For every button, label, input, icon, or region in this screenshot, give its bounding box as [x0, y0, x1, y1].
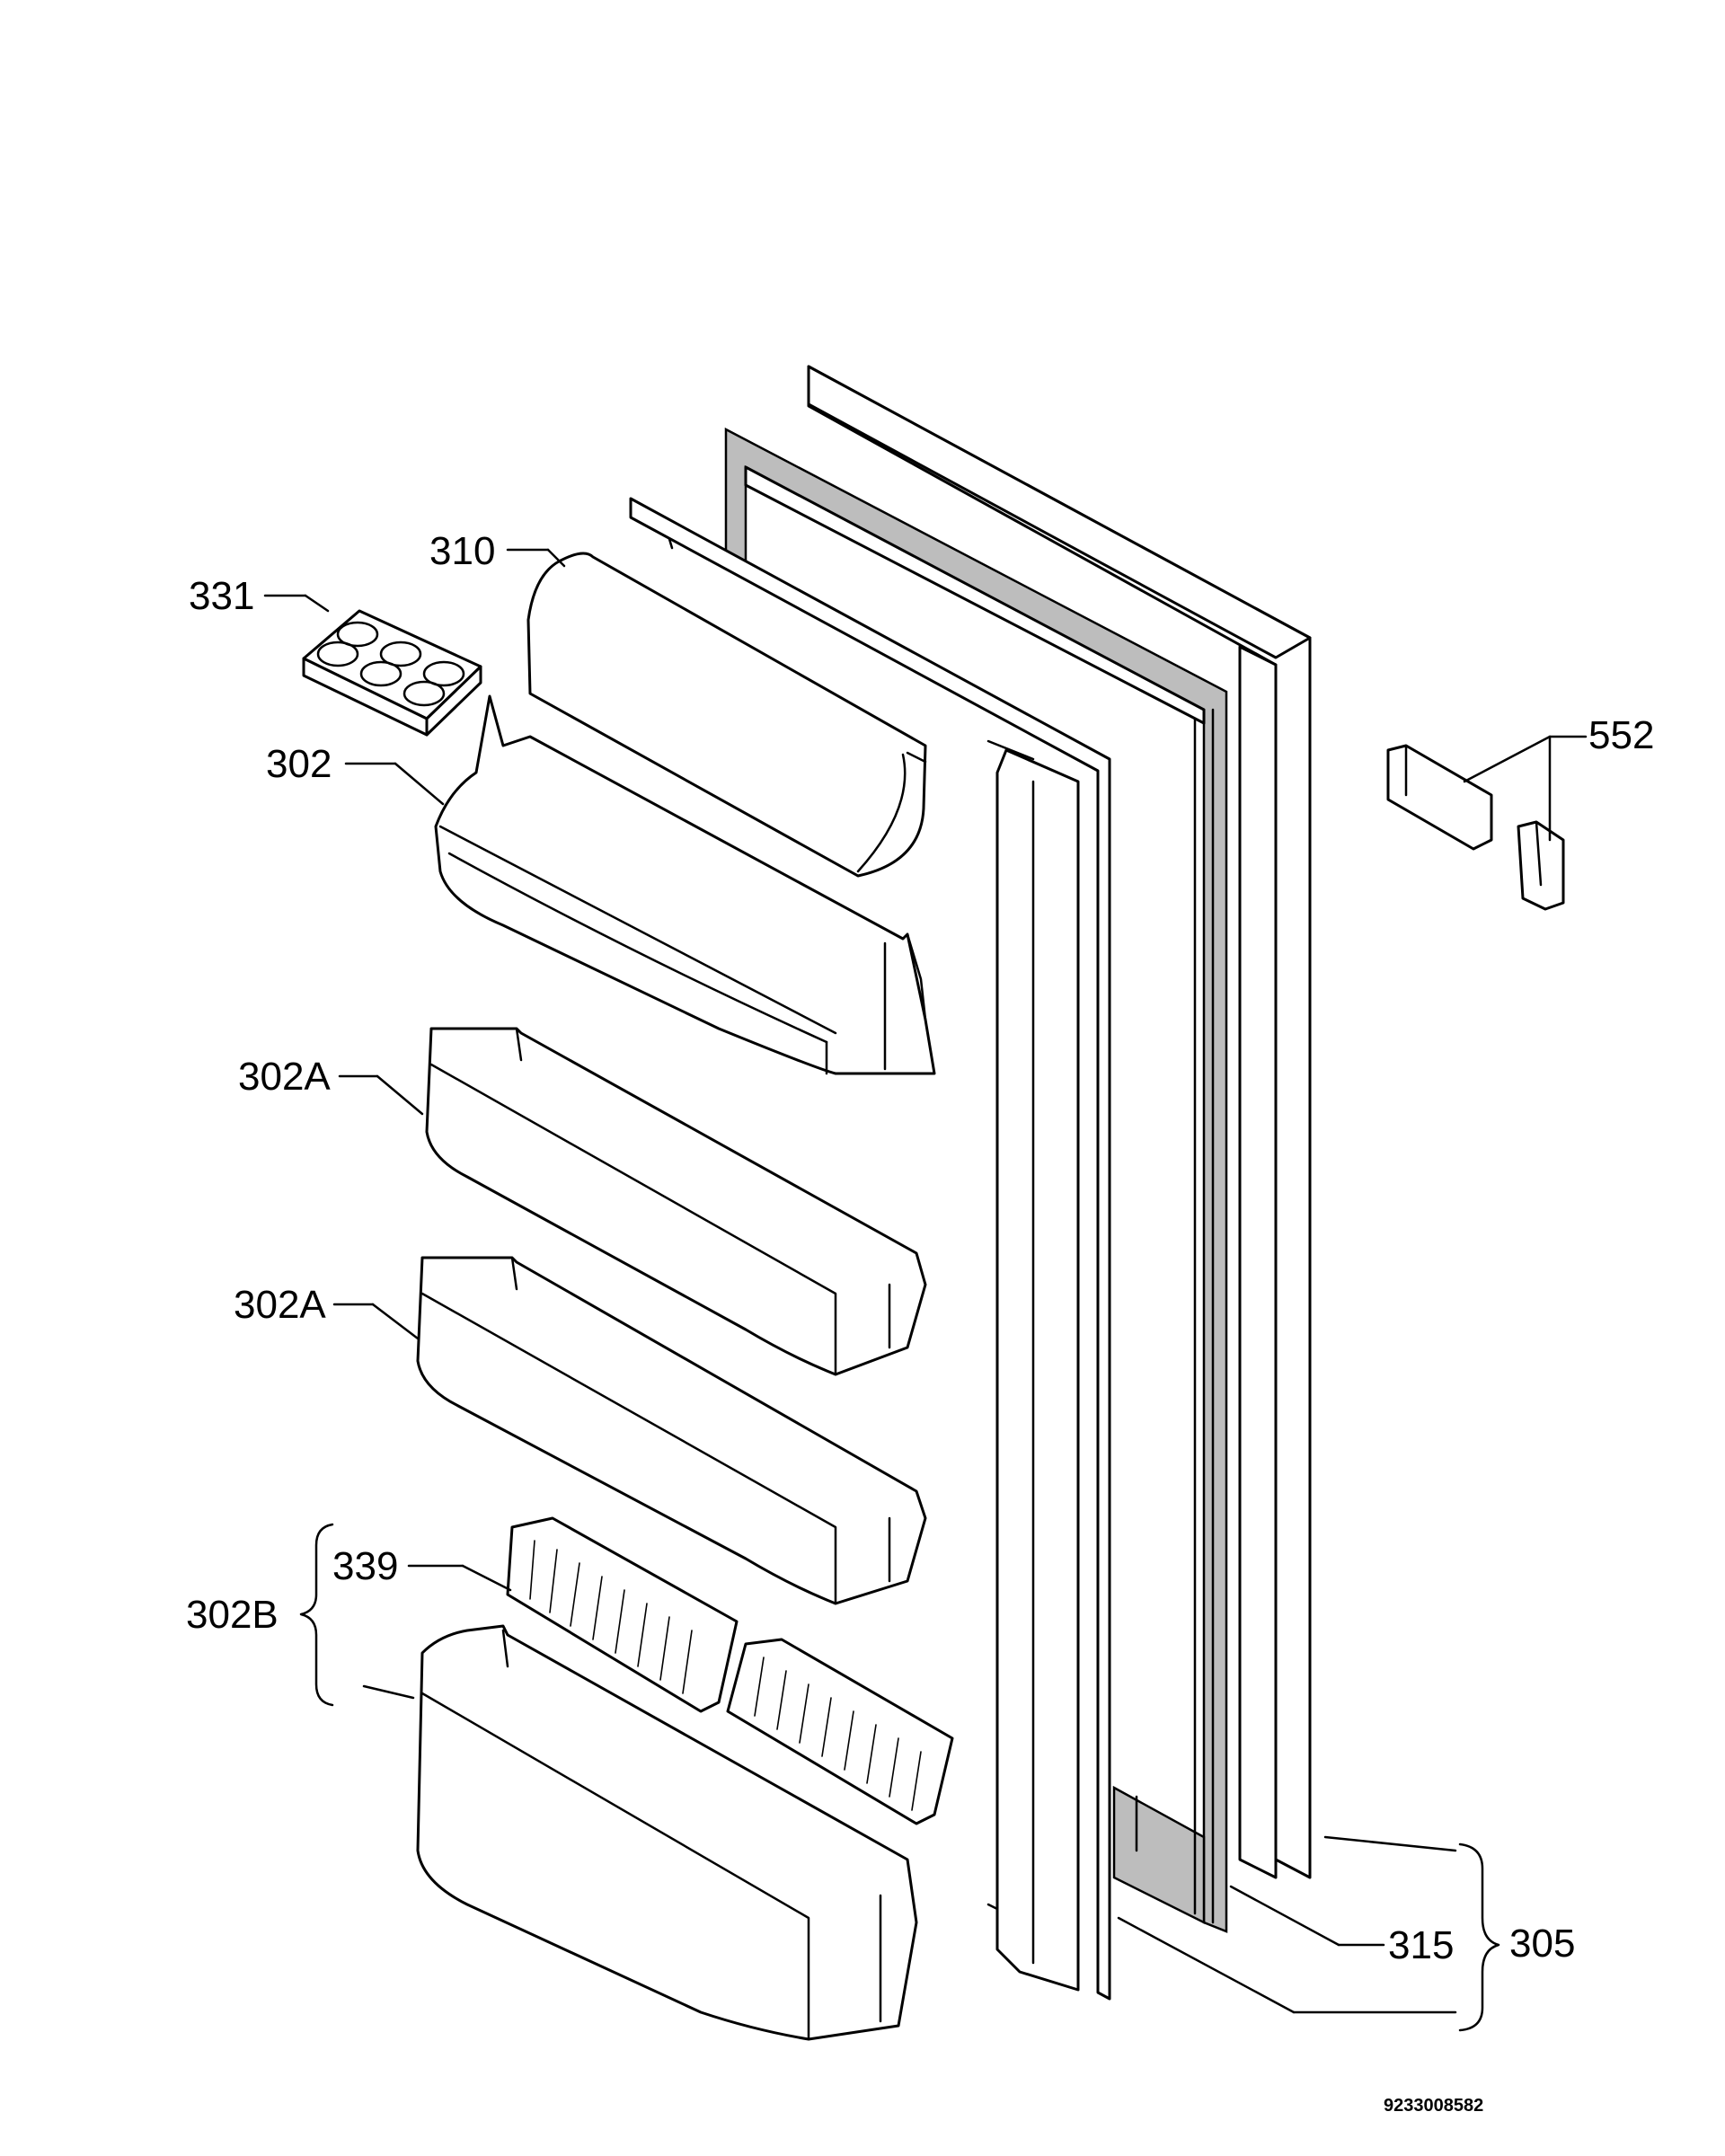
door-bin-medium-1	[425, 1027, 927, 1376]
label-310: 310	[429, 529, 495, 573]
bottle-retainers	[506, 1516, 954, 1825]
egg-tray	[302, 609, 482, 737]
label-305: 305	[1509, 1922, 1575, 1966]
label-302b: 302B	[186, 1593, 279, 1637]
leader-lines	[263, 548, 1588, 2014]
label-552: 552	[1588, 713, 1654, 757]
group-braces	[299, 1523, 1500, 2032]
door-bin-large	[434, 694, 936, 1075]
hinge-brackets	[1386, 744, 1565, 911]
door-inner-liner	[629, 497, 1111, 2001]
label-302a-upper: 302A	[238, 1055, 331, 1099]
door-outer-panel	[807, 365, 1312, 1879]
drawing-code: 9233008582	[1384, 2096, 1483, 2116]
dairy-compartment-cover	[526, 552, 927, 878]
label-331: 331	[189, 574, 254, 618]
door-bin-bottle	[416, 1624, 918, 2041]
door-gasket	[724, 427, 1228, 1933]
part-labels: 310 331 302 302A 302A 339 302B 552 315 3…	[186, 529, 1654, 2116]
label-315: 315	[1388, 1923, 1454, 1967]
label-302a-lower: 302A	[234, 1283, 326, 1327]
door-bin-medium-2	[416, 1256, 927, 1605]
label-302: 302	[266, 742, 332, 786]
label-339: 339	[332, 1544, 398, 1588]
